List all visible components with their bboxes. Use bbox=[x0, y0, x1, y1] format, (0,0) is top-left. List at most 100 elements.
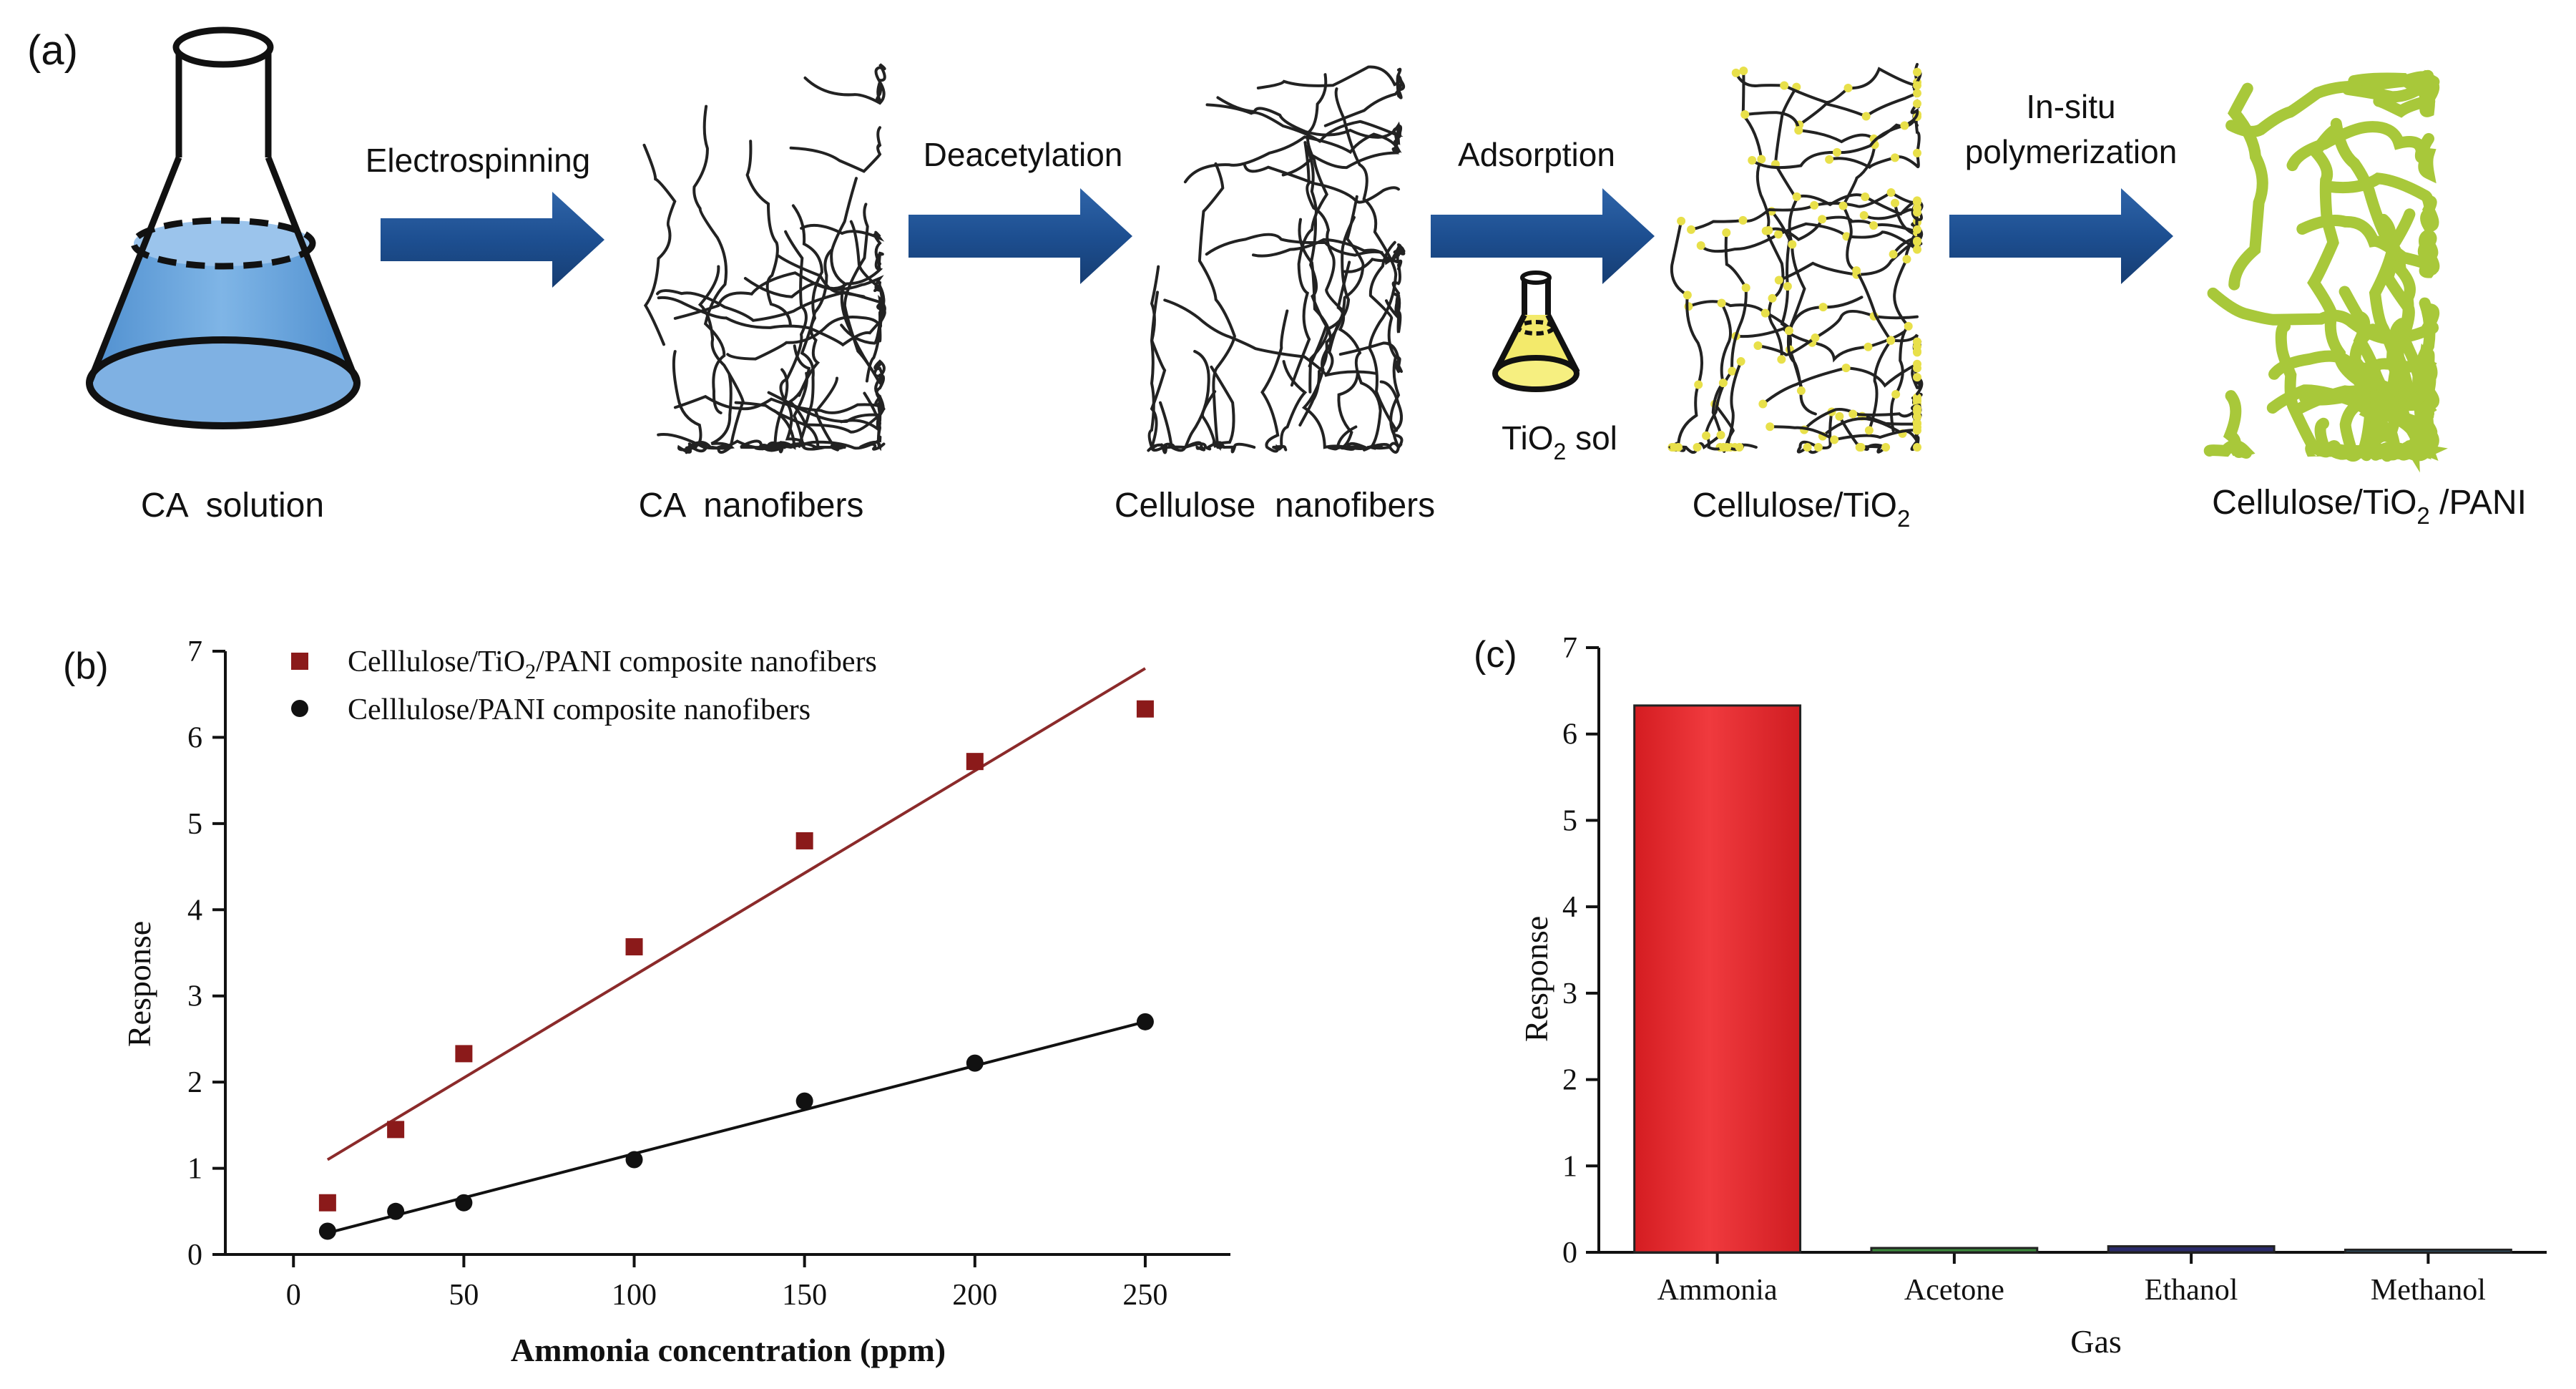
x-tick-label: 200 bbox=[952, 1279, 997, 1312]
arrow-label-deacetylation: Deacetylation bbox=[924, 136, 1123, 173]
tio2-particle bbox=[1913, 396, 1921, 405]
fiber bbox=[1734, 67, 1922, 104]
fiber bbox=[1281, 125, 1404, 177]
fiber bbox=[814, 376, 846, 452]
tio2-particle bbox=[1677, 216, 1686, 225]
x-tick-label: 50 bbox=[449, 1279, 479, 1312]
fiber bbox=[1303, 141, 1346, 377]
y-tick-label: 4 bbox=[1562, 891, 1577, 924]
fiber bbox=[2227, 82, 2268, 291]
tio2-particle bbox=[1861, 112, 1871, 121]
bar-acetone bbox=[1870, 1247, 2039, 1254]
fiber bbox=[1773, 85, 1817, 416]
tio2-particle bbox=[1811, 333, 1820, 343]
fiber bbox=[734, 394, 886, 434]
y-tick-label: 1 bbox=[1562, 1150, 1577, 1183]
y-tick-label: 4 bbox=[187, 894, 202, 927]
tio2-particle bbox=[1913, 208, 1921, 217]
y-tick-label: 7 bbox=[187, 635, 202, 668]
fiber bbox=[1761, 363, 1924, 406]
x-tick-label: 0 bbox=[286, 1279, 301, 1312]
arrow-label-polymerization: polymerization bbox=[1965, 133, 2178, 170]
tio2-particle bbox=[1913, 337, 1921, 346]
tio2-particle bbox=[1881, 443, 1891, 452]
fiber bbox=[777, 254, 886, 319]
fiber bbox=[789, 126, 882, 173]
tio2-particle bbox=[1890, 153, 1899, 162]
tio2-particle bbox=[1864, 426, 1874, 435]
fiber bbox=[1699, 222, 1921, 253]
tio2-particle bbox=[1902, 255, 1911, 264]
bar-methanol bbox=[2344, 1248, 2512, 1254]
fiber bbox=[2417, 228, 2440, 276]
tio2-particle bbox=[1838, 201, 1848, 210]
data-point-circle bbox=[966, 1054, 984, 1072]
tio2-particle bbox=[1741, 283, 1750, 293]
tio2-particle bbox=[1852, 266, 1861, 276]
tio2-particle bbox=[1766, 422, 1775, 432]
tio2-particle bbox=[1913, 364, 1921, 373]
data-point-circle bbox=[387, 1202, 405, 1220]
y-tick-label: 0 bbox=[187, 1239, 202, 1272]
fiber bbox=[1305, 145, 1328, 368]
panel-c-label: (c) bbox=[1474, 634, 1517, 676]
tio2-particle bbox=[1891, 198, 1900, 208]
fiber bbox=[1385, 263, 1402, 333]
tio2-particle bbox=[1718, 379, 1728, 388]
tio2-particle bbox=[1783, 282, 1792, 291]
fiber bbox=[672, 350, 708, 453]
x-tick-label: Ethanol bbox=[2145, 1274, 2238, 1307]
tio2-particle bbox=[1913, 81, 1921, 90]
cellulose-nanofiber-mesh bbox=[1147, 65, 1406, 454]
data-point-square bbox=[795, 832, 813, 849]
fiber bbox=[1851, 403, 1922, 427]
fiber bbox=[2203, 390, 2256, 459]
fit-line-series-1 bbox=[327, 1020, 1146, 1234]
tio2-particle bbox=[1736, 357, 1745, 366]
fiber bbox=[843, 203, 881, 384]
legend-label-pani: Celllulose/PANI composite nanofibers bbox=[348, 693, 810, 726]
tio2-particle bbox=[1735, 443, 1744, 452]
tio2-particle bbox=[1687, 225, 1696, 234]
fiber bbox=[1743, 111, 1919, 144]
fiber bbox=[1252, 238, 1406, 265]
tio2-particle bbox=[1841, 364, 1851, 373]
tio2-particle bbox=[1913, 245, 1921, 254]
y-tick-label: 5 bbox=[1562, 804, 1577, 837]
fiber bbox=[2207, 287, 2440, 345]
bar-ammonia bbox=[1633, 704, 1802, 1254]
cellulose-tio2-mesh bbox=[1667, 63, 1924, 454]
fiber bbox=[2307, 123, 2371, 414]
fiber bbox=[677, 372, 735, 454]
chart-b-fit-lines bbox=[326, 667, 1146, 1234]
tio2-particle bbox=[1861, 192, 1870, 202]
tio2-particle bbox=[1784, 326, 1793, 336]
tio2-particle bbox=[1780, 81, 1789, 90]
tio2-particle bbox=[1864, 342, 1873, 351]
fiber bbox=[1243, 164, 1400, 204]
tio2-particle bbox=[1848, 409, 1858, 419]
tio2-particle bbox=[1913, 225, 1921, 234]
tio2-particle bbox=[1670, 443, 1679, 452]
x-tick-label: 250 bbox=[1122, 1279, 1167, 1312]
fiber bbox=[1163, 298, 1378, 377]
tio2-particle bbox=[1794, 126, 1803, 135]
arrow-label-insitu: In-situ bbox=[2026, 88, 2115, 125]
fiber bbox=[1338, 341, 1404, 374]
step-label-ca-solution: CA solution bbox=[141, 487, 324, 525]
tio2-particle bbox=[1722, 228, 1731, 238]
fiber bbox=[1256, 65, 1402, 98]
fiber bbox=[1667, 219, 1704, 452]
tio2-particle bbox=[1889, 250, 1898, 259]
tio2-particle bbox=[1693, 443, 1702, 452]
data-point-square bbox=[1136, 700, 1154, 718]
legend-label-tio2-pani: Celllulose/TiO2/PANI composite nanofiber… bbox=[348, 645, 877, 683]
tio2-particle bbox=[1900, 121, 1909, 130]
fiber bbox=[803, 63, 886, 105]
step-label-cellulose-tio2-pani: Cellulose/TiO2 /PANI bbox=[2212, 484, 2527, 529]
ca-nanofiber-mesh bbox=[642, 63, 886, 454]
fiber bbox=[1183, 132, 1400, 184]
data-point-circle bbox=[1136, 1013, 1154, 1030]
y-tick-label: 5 bbox=[187, 808, 202, 841]
